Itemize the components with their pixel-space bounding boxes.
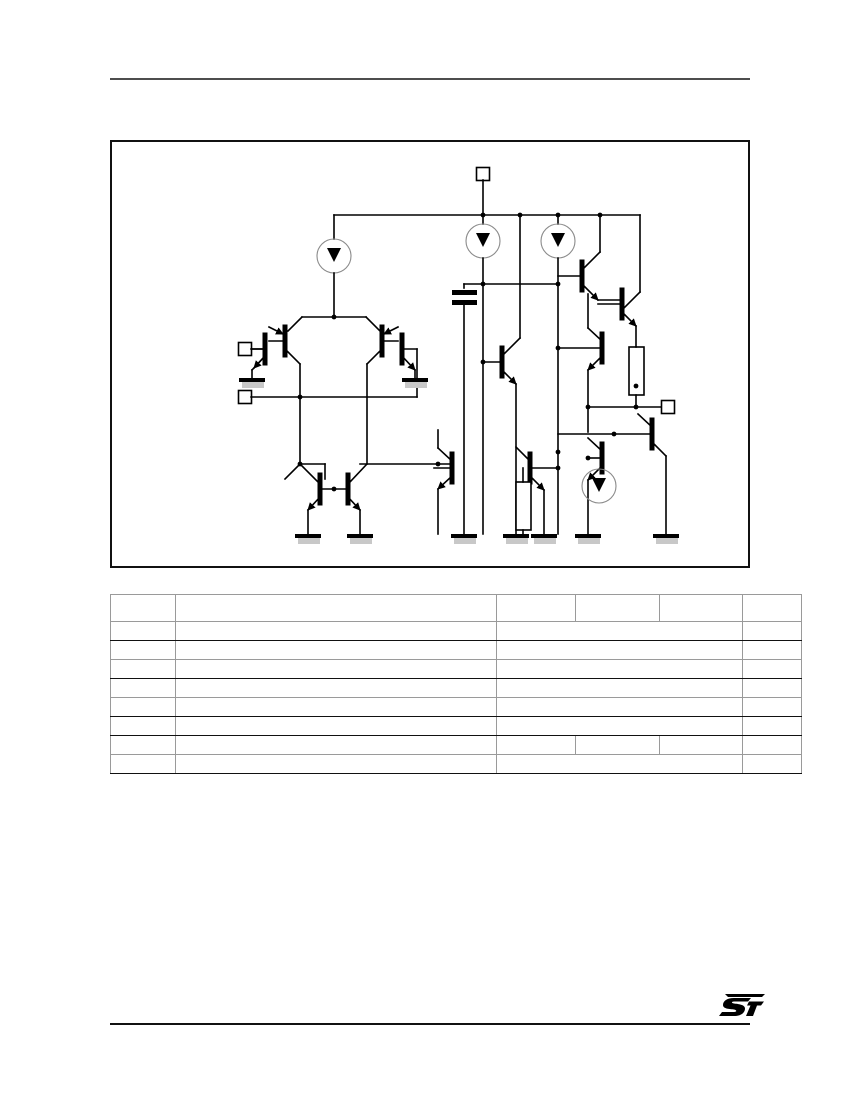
cell-values xyxy=(496,659,743,679)
cell-symbol xyxy=(110,678,176,698)
cell-unit xyxy=(742,716,802,736)
cell-parameter xyxy=(175,640,497,660)
cell-unit xyxy=(742,754,802,774)
cell-unit xyxy=(742,621,802,641)
schematic-drawing xyxy=(237,166,679,544)
cell-symbol xyxy=(110,754,176,774)
cell-parameter xyxy=(175,735,497,755)
schematic-diagram-frame xyxy=(110,140,750,568)
parameter-table xyxy=(110,594,802,774)
header-cell-min xyxy=(496,594,576,622)
cell-symbol xyxy=(110,659,176,679)
header-cell-unit xyxy=(742,594,802,622)
cell-unit xyxy=(742,678,802,698)
table-row xyxy=(110,659,802,679)
cell-unit xyxy=(742,659,802,679)
footer-divider xyxy=(110,1023,750,1025)
header-cell-symbol xyxy=(110,594,176,622)
cell-min xyxy=(496,735,576,755)
cell-values xyxy=(496,754,743,774)
output-terminal xyxy=(660,399,676,415)
table-row xyxy=(110,621,802,641)
header-cell-typ xyxy=(575,594,660,622)
table-row xyxy=(110,678,802,698)
vcc-terminal xyxy=(475,166,491,182)
header-cell-parameter xyxy=(175,594,497,622)
cell-values xyxy=(496,640,743,660)
table-row xyxy=(110,640,802,660)
table-row xyxy=(110,735,802,755)
cell-symbol xyxy=(110,716,176,736)
table-row xyxy=(110,716,802,736)
cell-parameter xyxy=(175,678,497,698)
noninverting-input-terminal xyxy=(237,389,253,405)
cell-typ xyxy=(575,735,660,755)
table-header-row xyxy=(110,594,802,622)
cell-parameter xyxy=(175,716,497,736)
cell-values xyxy=(496,621,743,641)
cell-parameter xyxy=(175,621,497,641)
cell-values xyxy=(496,697,743,717)
cell-unit xyxy=(742,735,802,755)
table-row xyxy=(110,754,802,774)
compensation-capacitor-plate-top xyxy=(452,290,477,295)
st-logo-glyph xyxy=(719,994,765,1016)
table-row xyxy=(110,697,802,717)
cell-values xyxy=(496,678,743,698)
parameter-table-body xyxy=(110,594,802,774)
cell-unit xyxy=(742,697,802,717)
cell-values xyxy=(496,716,743,736)
cell-parameter xyxy=(175,754,497,774)
cell-symbol xyxy=(110,697,176,717)
st-microelectronics-logo xyxy=(718,991,766,1021)
resistor-emitter xyxy=(515,481,532,531)
cell-symbol xyxy=(110,621,176,641)
cell-parameter xyxy=(175,697,497,717)
header-divider xyxy=(110,78,750,80)
cell-symbol xyxy=(110,735,176,755)
ground-symbols xyxy=(239,378,679,544)
header-cell-max xyxy=(659,594,743,622)
inverting-input-terminal xyxy=(237,341,253,357)
cell-unit xyxy=(742,640,802,660)
cell-symbol xyxy=(110,640,176,660)
current-sink-output-stage xyxy=(581,468,617,504)
cell-parameter xyxy=(175,659,497,679)
cell-max xyxy=(659,735,743,755)
compensation-capacitor-plate-bottom xyxy=(452,300,477,305)
